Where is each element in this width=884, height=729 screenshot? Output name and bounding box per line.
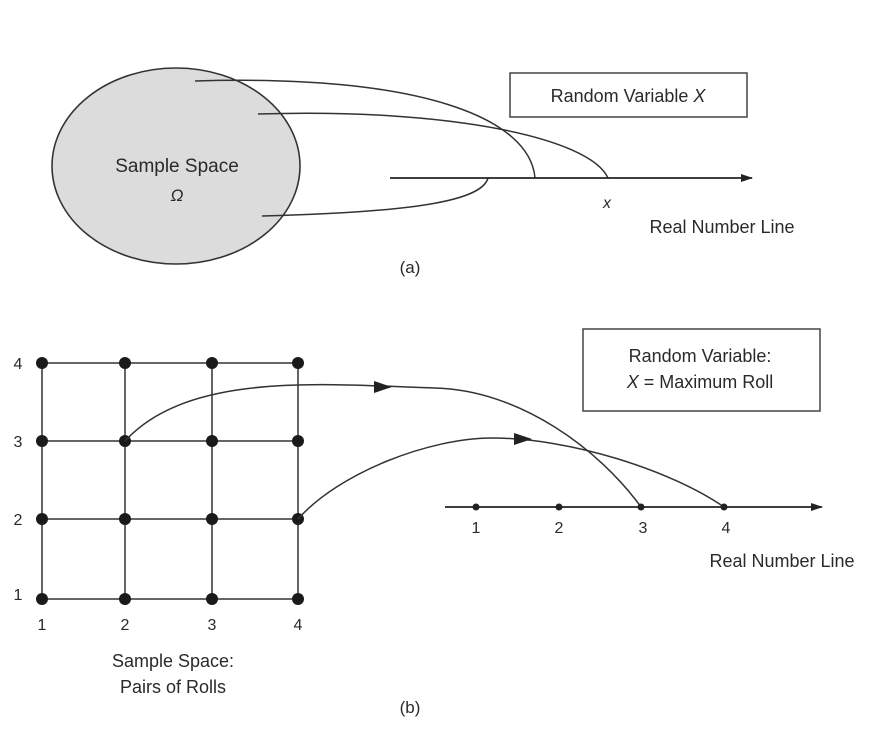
grid-y-tick-3: 3 [14,434,23,451]
number-line-point-4 [720,503,728,511]
number-line-point-3 [637,503,645,511]
rv-box-a-variable: X [692,86,706,106]
number-line-tick-3: 3 [639,520,648,537]
rv-box-a-label: Random Variable [551,86,689,106]
number-line-point-2 [555,503,563,511]
caption-a: (a) [400,258,421,277]
rv-box-b [582,328,821,412]
rv-box-b-variable: X [626,372,640,392]
number-line-label-a: Real Number Line [649,217,794,237]
caption-b: (b) [400,698,421,717]
point-2-1 [119,593,131,605]
panel-b: 1 2 3 4 1 2 3 4 Sample Space: Pairs of R… [14,328,855,717]
grid-lines [41,362,299,600]
sample-space-symbol: Ω [171,186,184,205]
point-4-1 [292,593,304,605]
rv-box-b-line1: Random Variable: [629,346,772,366]
point-4-4 [292,357,304,369]
point-2-4 [119,357,131,369]
mapping-curve-1 [194,79,536,179]
sample-space-b-line2: Pairs of Rolls [120,677,226,697]
grid-y-tick-1: 1 [14,587,23,604]
panel-a: Sample Space Ω Random Variable X x Real … [51,67,795,277]
grid-x-tick-2: 2 [121,617,130,634]
rv-box-a [509,72,748,118]
mapping-curve-b-to-4 [297,437,725,520]
curve-arrow-2 [514,433,532,445]
grid-x-tick-4: 4 [294,617,303,634]
sample-space-title: Sample Space [115,156,239,177]
mapping-curve-3 [261,177,489,217]
rv-box-b-line2: X = Maximum Roll [626,372,774,392]
number-line-tick-1: 1 [472,520,481,537]
point-3-4 [206,357,218,369]
curve-arrow-1 [374,381,392,393]
number-line-tick-4: 4 [722,520,731,537]
point-3-1 [206,593,218,605]
number-line-label-b: Real Number Line [709,551,854,571]
point-2-2 [119,513,131,525]
point-3-3 [206,435,218,447]
point-1-4 [36,357,48,369]
sample-space-ellipse [51,67,301,265]
number-line-tick-2: 2 [555,520,564,537]
point-3-2 [206,513,218,525]
grid-y-tick-4: 4 [14,356,23,373]
number-line-point-1 [472,503,480,511]
point-4-3 [292,435,304,447]
rv-box-a-text: Random Variable X [551,86,707,106]
point-1-2 [36,513,48,525]
mapping-curve-2 [257,112,609,179]
x-marker: x [602,195,612,212]
point-1-1 [36,593,48,605]
grid-x-tick-1: 1 [38,617,47,634]
point-1-3 [36,435,48,447]
sample-space-b-line1: Sample Space: [112,651,234,671]
grid-y-tick-2: 2 [14,512,23,529]
grid-x-tick-3: 3 [208,617,217,634]
grid-points [36,357,304,605]
rv-box-b-definition: = Maximum Roll [644,372,774,392]
